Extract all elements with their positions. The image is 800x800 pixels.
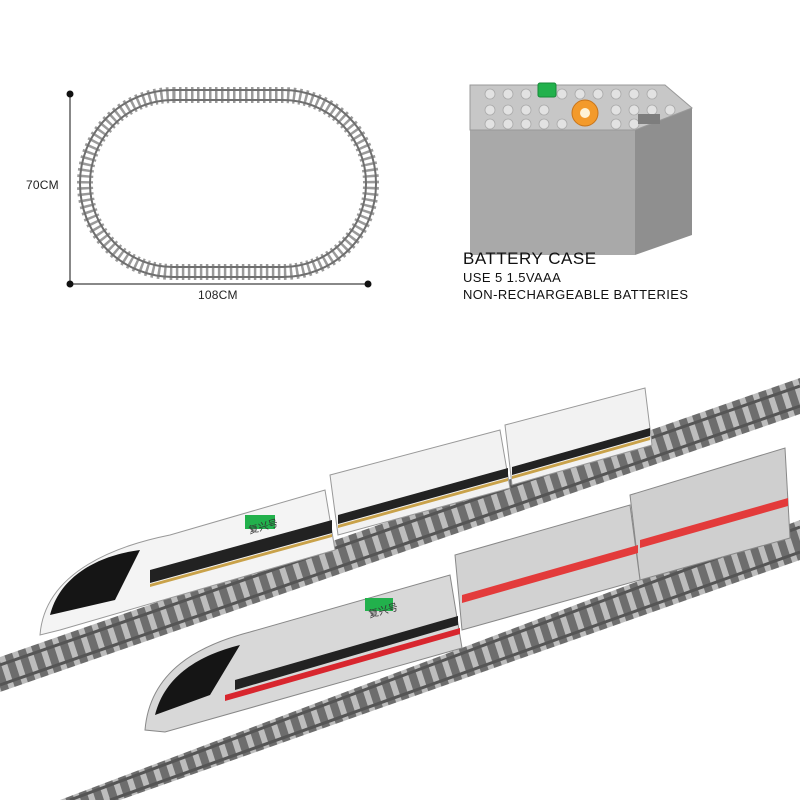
width-label: 108CM [198,288,238,302]
gold-train-battery-button [245,515,275,529]
oval-track-illustration [66,87,379,288]
battery-case-section: BATTERY CASE USE 5 1.5VAAA NON-RECHARGEA… [440,50,760,310]
battery-spec-line1: USE 5 1.5VAAA [463,270,562,285]
height-label: 70CM [26,178,59,192]
power-button [537,82,557,98]
red-train [144,447,791,733]
battery-case-image [469,82,693,255]
front-track [60,520,800,800]
inner-rail [89,99,367,268]
train-sets-image [0,378,800,800]
gold-train [39,387,653,636]
outer-rail [79,89,377,278]
track-ties [77,87,379,280]
battery-case-title: BATTERY CASE [463,249,597,268]
red-train-battery-button [365,598,393,611]
track-layout-diagram: 70CM 108CM [0,0,400,320]
trains-illustration: 复兴号 复兴号 [0,370,800,800]
battery-spec-line2: NON-RECHARGEABLE BATTERIES [463,287,689,302]
